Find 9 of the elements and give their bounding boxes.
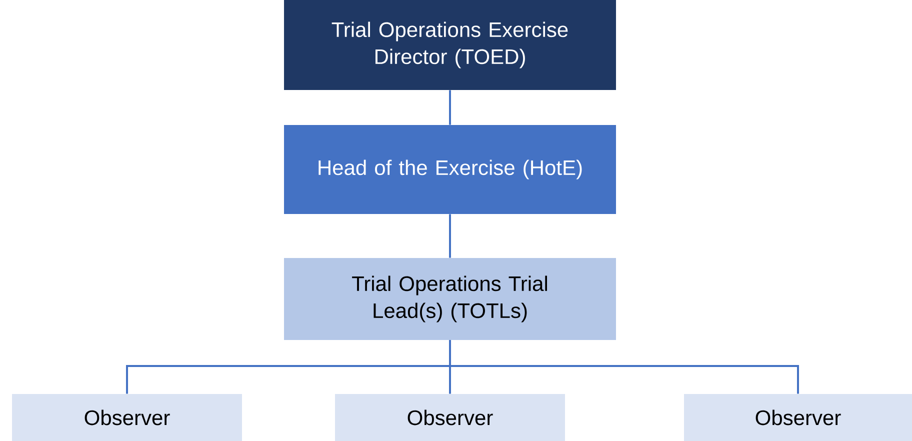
- director-box: Trial Operations Exercise Director (TOED): [284, 0, 616, 90]
- observer-box: Observer: [335, 394, 565, 441]
- lead-box: Trial Operations Trial Lead(s) (TOTLs): [284, 258, 616, 340]
- connector-line: [449, 214, 451, 258]
- connector-line: [449, 340, 799, 394]
- head-box: Head of the Exercise (HotE): [284, 125, 616, 214]
- connector-line: [449, 90, 451, 125]
- observer-box: Observer: [12, 394, 242, 441]
- observer-box: Observer: [684, 394, 912, 441]
